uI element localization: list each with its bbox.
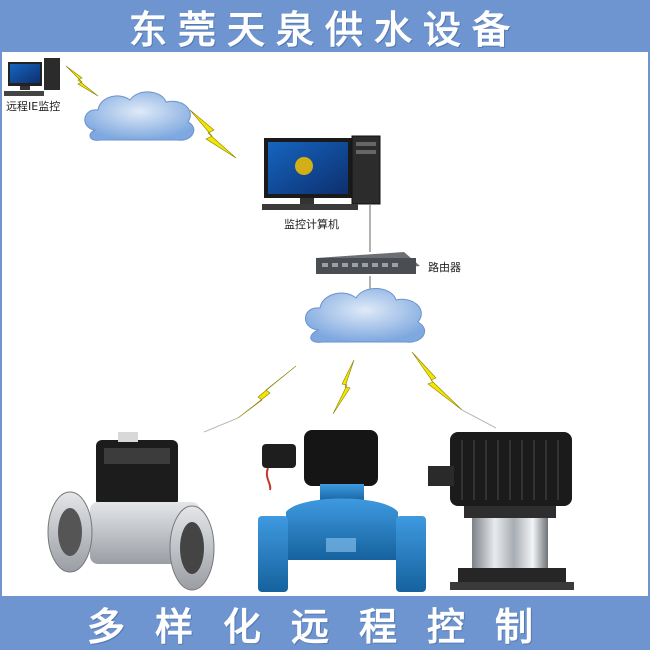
- lightning-icon: [332, 359, 355, 415]
- lightning-icon: [237, 365, 297, 419]
- water-solenoid-valve-icon: [258, 430, 426, 592]
- footer-slogan: 多样化远程控制: [86, 604, 563, 649]
- router-label: 路由器: [428, 261, 461, 274]
- signal-line: [203, 417, 239, 433]
- internet-cloud-top-icon: [84, 91, 195, 141]
- header-banner: 东莞天泉供水设备: [0, 0, 650, 52]
- lightning-icon: [189, 109, 237, 159]
- remote-computer-icon: [4, 58, 60, 96]
- wireless-signal-icons: [65, 65, 463, 419]
- footer-banner: 多样化远程控制: [0, 596, 650, 650]
- remote-monitor-label: 远程IE监控: [6, 100, 61, 113]
- lightning-icon: [411, 351, 463, 411]
- header-title: 东莞天泉供水设备: [128, 7, 521, 52]
- signal-line: [461, 409, 497, 429]
- internet-cloud-bottom-icon: [305, 288, 426, 343]
- lightning-icon: [65, 65, 99, 97]
- router-icon: [316, 252, 420, 274]
- monitor-computer-label: 监控计算机: [284, 218, 339, 231]
- monitor-computer-icon: [262, 135, 381, 210]
- vertical-pump-icon: [428, 432, 574, 590]
- diagram-frame: [0, 52, 650, 596]
- gas-solenoid-valve-icon: [47, 432, 215, 591]
